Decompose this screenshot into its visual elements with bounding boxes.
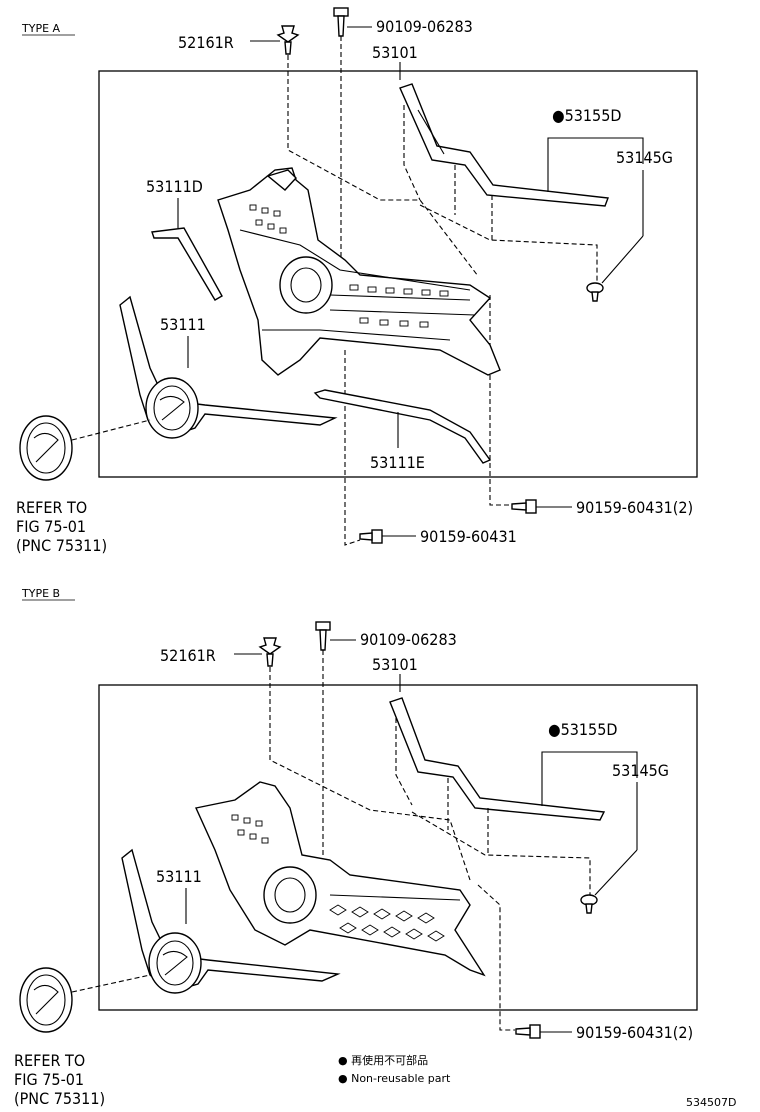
bolt-right-icon — [515, 1024, 541, 1039]
type-a-assembly-frame — [98, 70, 698, 478]
emblem-frame-b-label: 53111 — [156, 867, 202, 886]
emblem-frame — [119, 295, 338, 439]
screw-icon — [315, 621, 331, 651]
fastener-icon — [586, 282, 604, 302]
legend-line-1: ● 再使用不可部品 — [338, 1053, 428, 1067]
seal-leader — [547, 137, 644, 192]
guide-b-seal-a — [395, 718, 413, 806]
figure-id: 534507D — [686, 1096, 736, 1109]
clip-icon — [276, 25, 300, 55]
molding-lower — [313, 389, 492, 464]
fastener-b-label: 53145G — [612, 761, 669, 780]
refer-line-1: REFER TO — [16, 498, 87, 517]
fastener-label: 53145G — [616, 148, 673, 167]
section-type-b: TYPE B 52161R 90109-06283 53101 ●53155D … — [14, 587, 698, 1108]
refer-line-2: FIG 75-01 — [16, 517, 86, 536]
emblem-frame-label: 53111 — [160, 315, 206, 334]
emblem-guide — [71, 419, 151, 441]
seal-strip — [399, 83, 609, 207]
guide-bolt-right — [489, 295, 510, 506]
molding-left — [151, 227, 223, 301]
guide-b-bolt — [477, 884, 515, 1031]
refer-b-line-2: FIG 75-01 — [14, 1070, 84, 1089]
screw-icon — [333, 7, 349, 37]
seal-label: ●53155D — [552, 106, 621, 125]
refer-b-line-1: REFER TO — [14, 1051, 85, 1070]
type-b-label: TYPE B — [21, 587, 60, 600]
grille-body — [195, 781, 486, 977]
refer-b-line-3: (PNC 75311) — [14, 1089, 105, 1108]
seal-b-label: ●53155D — [548, 720, 617, 739]
clip-label: 52161R — [178, 33, 234, 52]
emblem-b-guide — [71, 974, 151, 993]
screw-label: 90109-06283 — [376, 17, 473, 36]
section-type-a: TYPE A 52161R 90109-06283 53101 ●53155D … — [16, 7, 698, 555]
type-b-assembly-frame — [98, 684, 698, 1011]
seal-strip — [389, 697, 606, 821]
bolt-b-label: 90159-60431(2) — [576, 1023, 693, 1042]
guide-b-clip — [269, 667, 471, 881]
clip-icon — [258, 637, 282, 667]
grille-body — [217, 167, 501, 376]
guide-seal-a — [403, 105, 421, 201]
guide-seal-b — [419, 204, 598, 283]
seal-b-leader — [541, 751, 638, 806]
molding-lower-label: 53111E — [370, 453, 425, 472]
refer-line-3: (PNC 75311) — [16, 536, 107, 555]
emblem-icon — [19, 415, 73, 481]
guide-b-seal-b — [411, 811, 591, 895]
type-a-label: TYPE A — [21, 22, 61, 35]
seal-strip-edge — [417, 109, 445, 155]
bolt-bottom-label: 90159-60431 — [420, 527, 517, 546]
screw-b-label: 90109-06283 — [360, 630, 457, 649]
clip-b-label: 52161R — [160, 646, 216, 665]
emblem-frame — [121, 848, 341, 994]
legend-line-2: ● Non-reusable part — [338, 1072, 451, 1085]
emblem-icon — [19, 967, 73, 1033]
guide-bolt-bottom — [344, 350, 361, 546]
bolt-right-label: 90159-60431(2) — [576, 498, 693, 517]
fastener-leader — [601, 235, 644, 284]
bolt-bottom-icon — [359, 529, 383, 544]
legend: ● 再使用不可部品 ● Non-reusable part — [338, 1053, 451, 1085]
molding-left-label: 53111D — [146, 177, 203, 196]
fastener-icon — [580, 894, 598, 914]
bolt-right-icon — [511, 499, 537, 514]
grille-label: 53101 — [372, 43, 418, 62]
fastener-b-leader — [594, 849, 638, 896]
grille-b-label: 53101 — [372, 655, 418, 674]
